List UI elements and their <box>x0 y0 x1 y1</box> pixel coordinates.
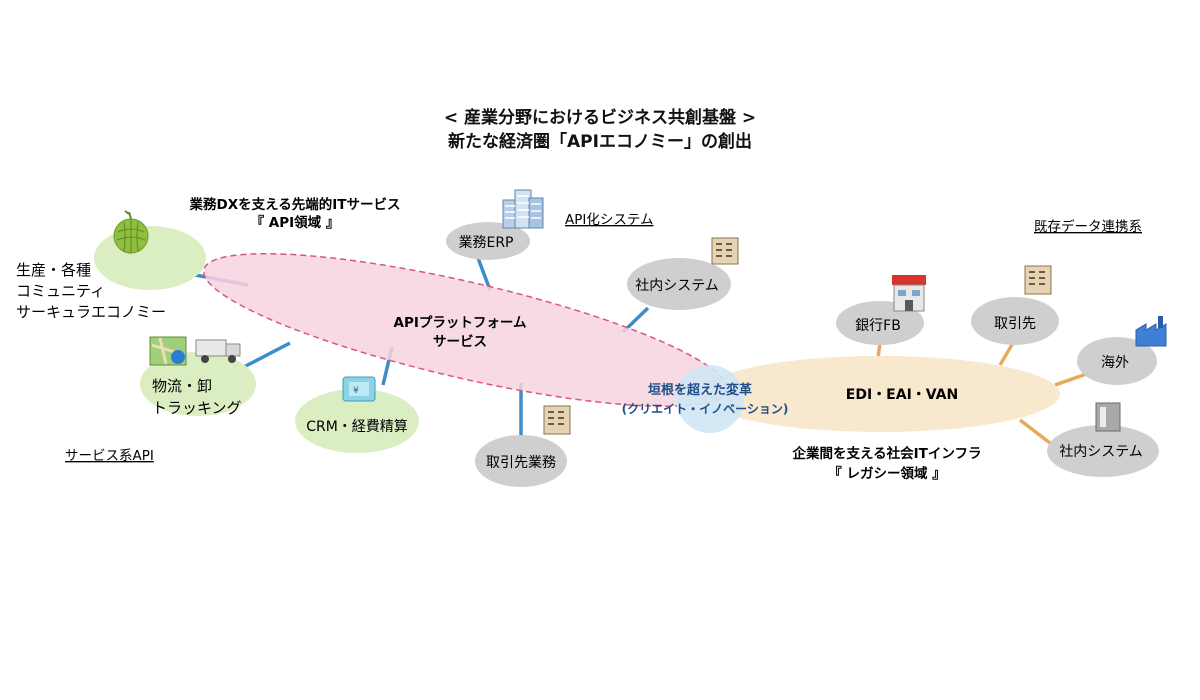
section-label-api-system: API化システム <box>565 212 653 228</box>
internal-top-label: 社内システム <box>635 278 719 294</box>
innovation-label-1: 垣根を超えた変革 <box>648 382 752 398</box>
platform-label-1: APIプラットフォーム <box>394 315 527 331</box>
legacy-heading-1: 企業間を支える社会ITインフラ <box>792 445 982 462</box>
building-icon-partner <box>1024 265 1052 295</box>
partner-label: 取引先 <box>994 316 1036 332</box>
partner-ops-label: 取引先業務 <box>486 455 556 471</box>
platform-label-2: サービス <box>433 334 487 350</box>
api-heading-2: 『 API領域 』 <box>251 214 340 231</box>
svg-text:¥: ¥ <box>353 386 359 396</box>
node-overseas <box>1077 337 1157 385</box>
logistics-label-2: トラッキング <box>152 399 242 417</box>
legacy-heading-2: 『 レガシー領域 』 <box>828 465 945 482</box>
server-icon <box>1095 402 1121 432</box>
title-line-1: < 産業分野におけるビジネス共創基盤 > <box>443 108 757 128</box>
node-partner-ops <box>475 435 567 487</box>
production-label-2: コミュニティ <box>16 282 105 300</box>
truck-icon <box>195 339 241 363</box>
node-crm <box>295 389 419 453</box>
bank-label: 銀行FB <box>855 318 901 334</box>
building-icon-internal <box>711 237 739 265</box>
crm-label: CRM・経費精算 <box>306 419 408 435</box>
overseas-label: 海外 <box>1101 355 1129 371</box>
link-partner <box>998 342 1015 366</box>
node-bank <box>836 301 924 345</box>
api-heading-1: 業務DXを支える先端的ITサービス <box>189 196 401 213</box>
section-label-service-api: サービス系API <box>65 448 154 464</box>
node-internal-top <box>627 258 731 310</box>
map-icon <box>149 336 187 366</box>
node-production <box>94 226 206 290</box>
legacy-hub-label: EDI・EAI・VAN <box>846 387 958 403</box>
node-partner <box>971 297 1059 345</box>
labels: 業務DXを支える先端的ITサービス 『 API領域 』 API化システム 既存デ… <box>16 196 1143 482</box>
link-internal-right <box>1018 418 1052 445</box>
melon-icon <box>113 210 149 254</box>
building-icon-partner-ops <box>543 405 571 435</box>
factory-icon <box>1135 316 1167 347</box>
node-erp <box>446 222 530 260</box>
production-label-3: サーキュラエコノミー <box>16 303 166 321</box>
title-line-2: 新たな経済圏「APIエコノミー」の創出 <box>448 132 752 152</box>
node-internal-right <box>1047 425 1159 477</box>
node-logistics <box>140 352 256 416</box>
production-label-1: 生産・各種 <box>16 261 91 279</box>
ticket-icon: ¥ <box>342 376 376 402</box>
link-erp <box>476 257 492 291</box>
link-bank <box>876 342 882 359</box>
legacy-hub-ellipse <box>700 356 1060 432</box>
bank-icon <box>892 275 926 312</box>
innovation-label-2: (クリエイト・イノベーション) <box>622 402 789 416</box>
section-label-existing-data: 既存データ連携系 <box>1034 218 1142 235</box>
office-buildings-icon <box>502 189 544 229</box>
logistics-label-1: 物流・卸 <box>152 377 212 395</box>
internal-right-label: 社内システム <box>1059 444 1143 460</box>
innovation-circle <box>676 365 744 433</box>
erp-label: 業務ERP <box>458 235 513 251</box>
